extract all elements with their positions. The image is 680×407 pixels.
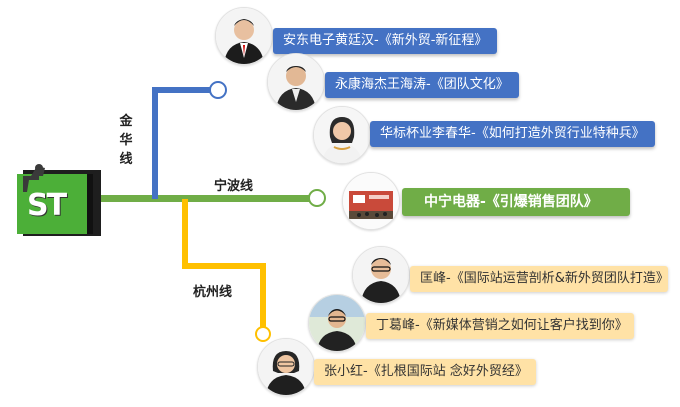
- st-logo: ST: [17, 162, 101, 236]
- st-logo-graphic: [17, 164, 101, 236]
- hangzhou-line-vertical-1: [182, 199, 188, 269]
- hangzhou-line-name: 杭州线: [193, 285, 233, 300]
- speaker-label-huang: 安东电子黄廷汉-《新外贸-新征程》: [273, 28, 498, 54]
- speaker-label-kuang: 匡峰-《国际站运营剖析&新外贸团队打造》: [410, 266, 669, 292]
- logo-text: ST: [27, 188, 67, 223]
- hangzhou-line-vertical-2: [260, 263, 266, 333]
- ningbo-line-name: 宁波线: [214, 179, 254, 194]
- speaker-label-li: 华标杯业李春华-《如何打造外贸行业特种兵》: [370, 121, 655, 147]
- speaker-avatar-zhang: [257, 338, 315, 396]
- hangzhou-line-end: [255, 326, 271, 342]
- speaker-label-zhongning: 中宁电器-《引爆销售团队》: [402, 188, 630, 216]
- speaker-avatar-zhongning: [342, 172, 400, 230]
- jinhua-line-horizontal: [152, 87, 212, 93]
- speaker-avatar-huang: [215, 7, 273, 65]
- jinhua-line-vertical: [152, 87, 158, 199]
- jinhua-line-name: 金 华 线: [119, 114, 133, 167]
- speaker-label-wang: 永康海杰王海涛-《团队文化》: [325, 72, 519, 98]
- speaker-label-ding: 丁葛峰-《新媒体营销之如何让客户找到你》: [366, 313, 634, 339]
- hangzhou-line-horizontal: [182, 263, 266, 269]
- jinhua-line-end: [209, 81, 227, 99]
- speaker-label-zhang: 张小红-《扎根国际站 念好外贸经》: [314, 359, 536, 385]
- ningbo-line-end: [308, 189, 326, 207]
- speaker-avatar-wang: [267, 53, 325, 111]
- speaker-avatar-li: [313, 106, 371, 164]
- speaker-avatar-kuang: [352, 246, 410, 304]
- ningbo-line: [101, 195, 319, 202]
- speaker-avatar-ding: [308, 294, 366, 352]
